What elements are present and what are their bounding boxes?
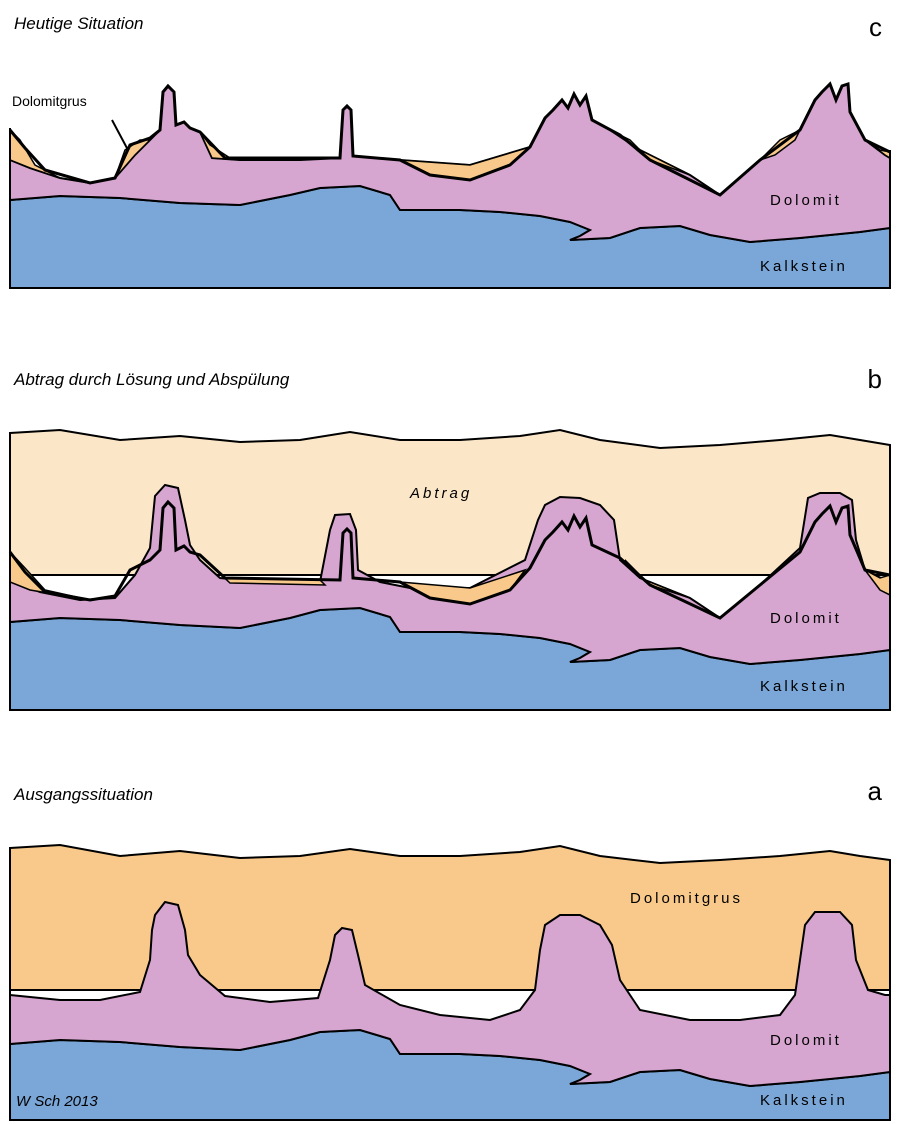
panel-a-frame xyxy=(9,848,891,1121)
panel-b-abtrag-layer xyxy=(9,428,891,576)
panel-b-frame xyxy=(9,433,891,711)
panel-a-drawing xyxy=(9,843,891,1121)
panel-b-drawing xyxy=(8,428,891,711)
panel-a-letter: a xyxy=(867,776,882,806)
panel-c-label-dolomitgrus: Dolomitgrus xyxy=(12,93,87,109)
panel-a-dolomit-layer xyxy=(9,900,891,1088)
panel-a-label-kalkstein: Kalkstein xyxy=(760,1092,848,1109)
panel-b-label-dolomit: Dolomit xyxy=(770,610,842,627)
panel-c-surface-line xyxy=(8,81,891,197)
panel-c-label-kalkstein: Kalkstein xyxy=(760,258,848,275)
panel-c-label-dolomit: Dolomit xyxy=(770,192,842,209)
panel-c-drawing xyxy=(8,81,891,289)
panel-c-title: Heutige Situation xyxy=(14,14,144,33)
panel-a-label-dolomitgrus: Dolomitgrus xyxy=(630,890,744,907)
panel-b-label-abtrag: Abtrag xyxy=(410,485,473,502)
panel-c-frame xyxy=(9,128,891,289)
panel-b-dolomit-layer xyxy=(9,483,891,666)
panel-b-label-kalkstein: Kalkstein xyxy=(760,678,848,695)
panel-b-surface-line xyxy=(8,499,891,620)
panel-b-letter: b xyxy=(867,364,882,394)
author-credit: W Sch 2013 xyxy=(16,1093,98,1110)
panel-c-pointer-line xyxy=(111,119,129,151)
panel-a-dolomitgrus-layer xyxy=(9,843,891,991)
panel-a-title: Ausgangssituation xyxy=(14,785,153,804)
panel-a-label-dolomit: Dolomit xyxy=(770,1032,842,1049)
panel-b-title: Abtrag durch Lösung und Abspülung xyxy=(14,370,290,389)
panel-c-letter: c xyxy=(869,12,882,42)
